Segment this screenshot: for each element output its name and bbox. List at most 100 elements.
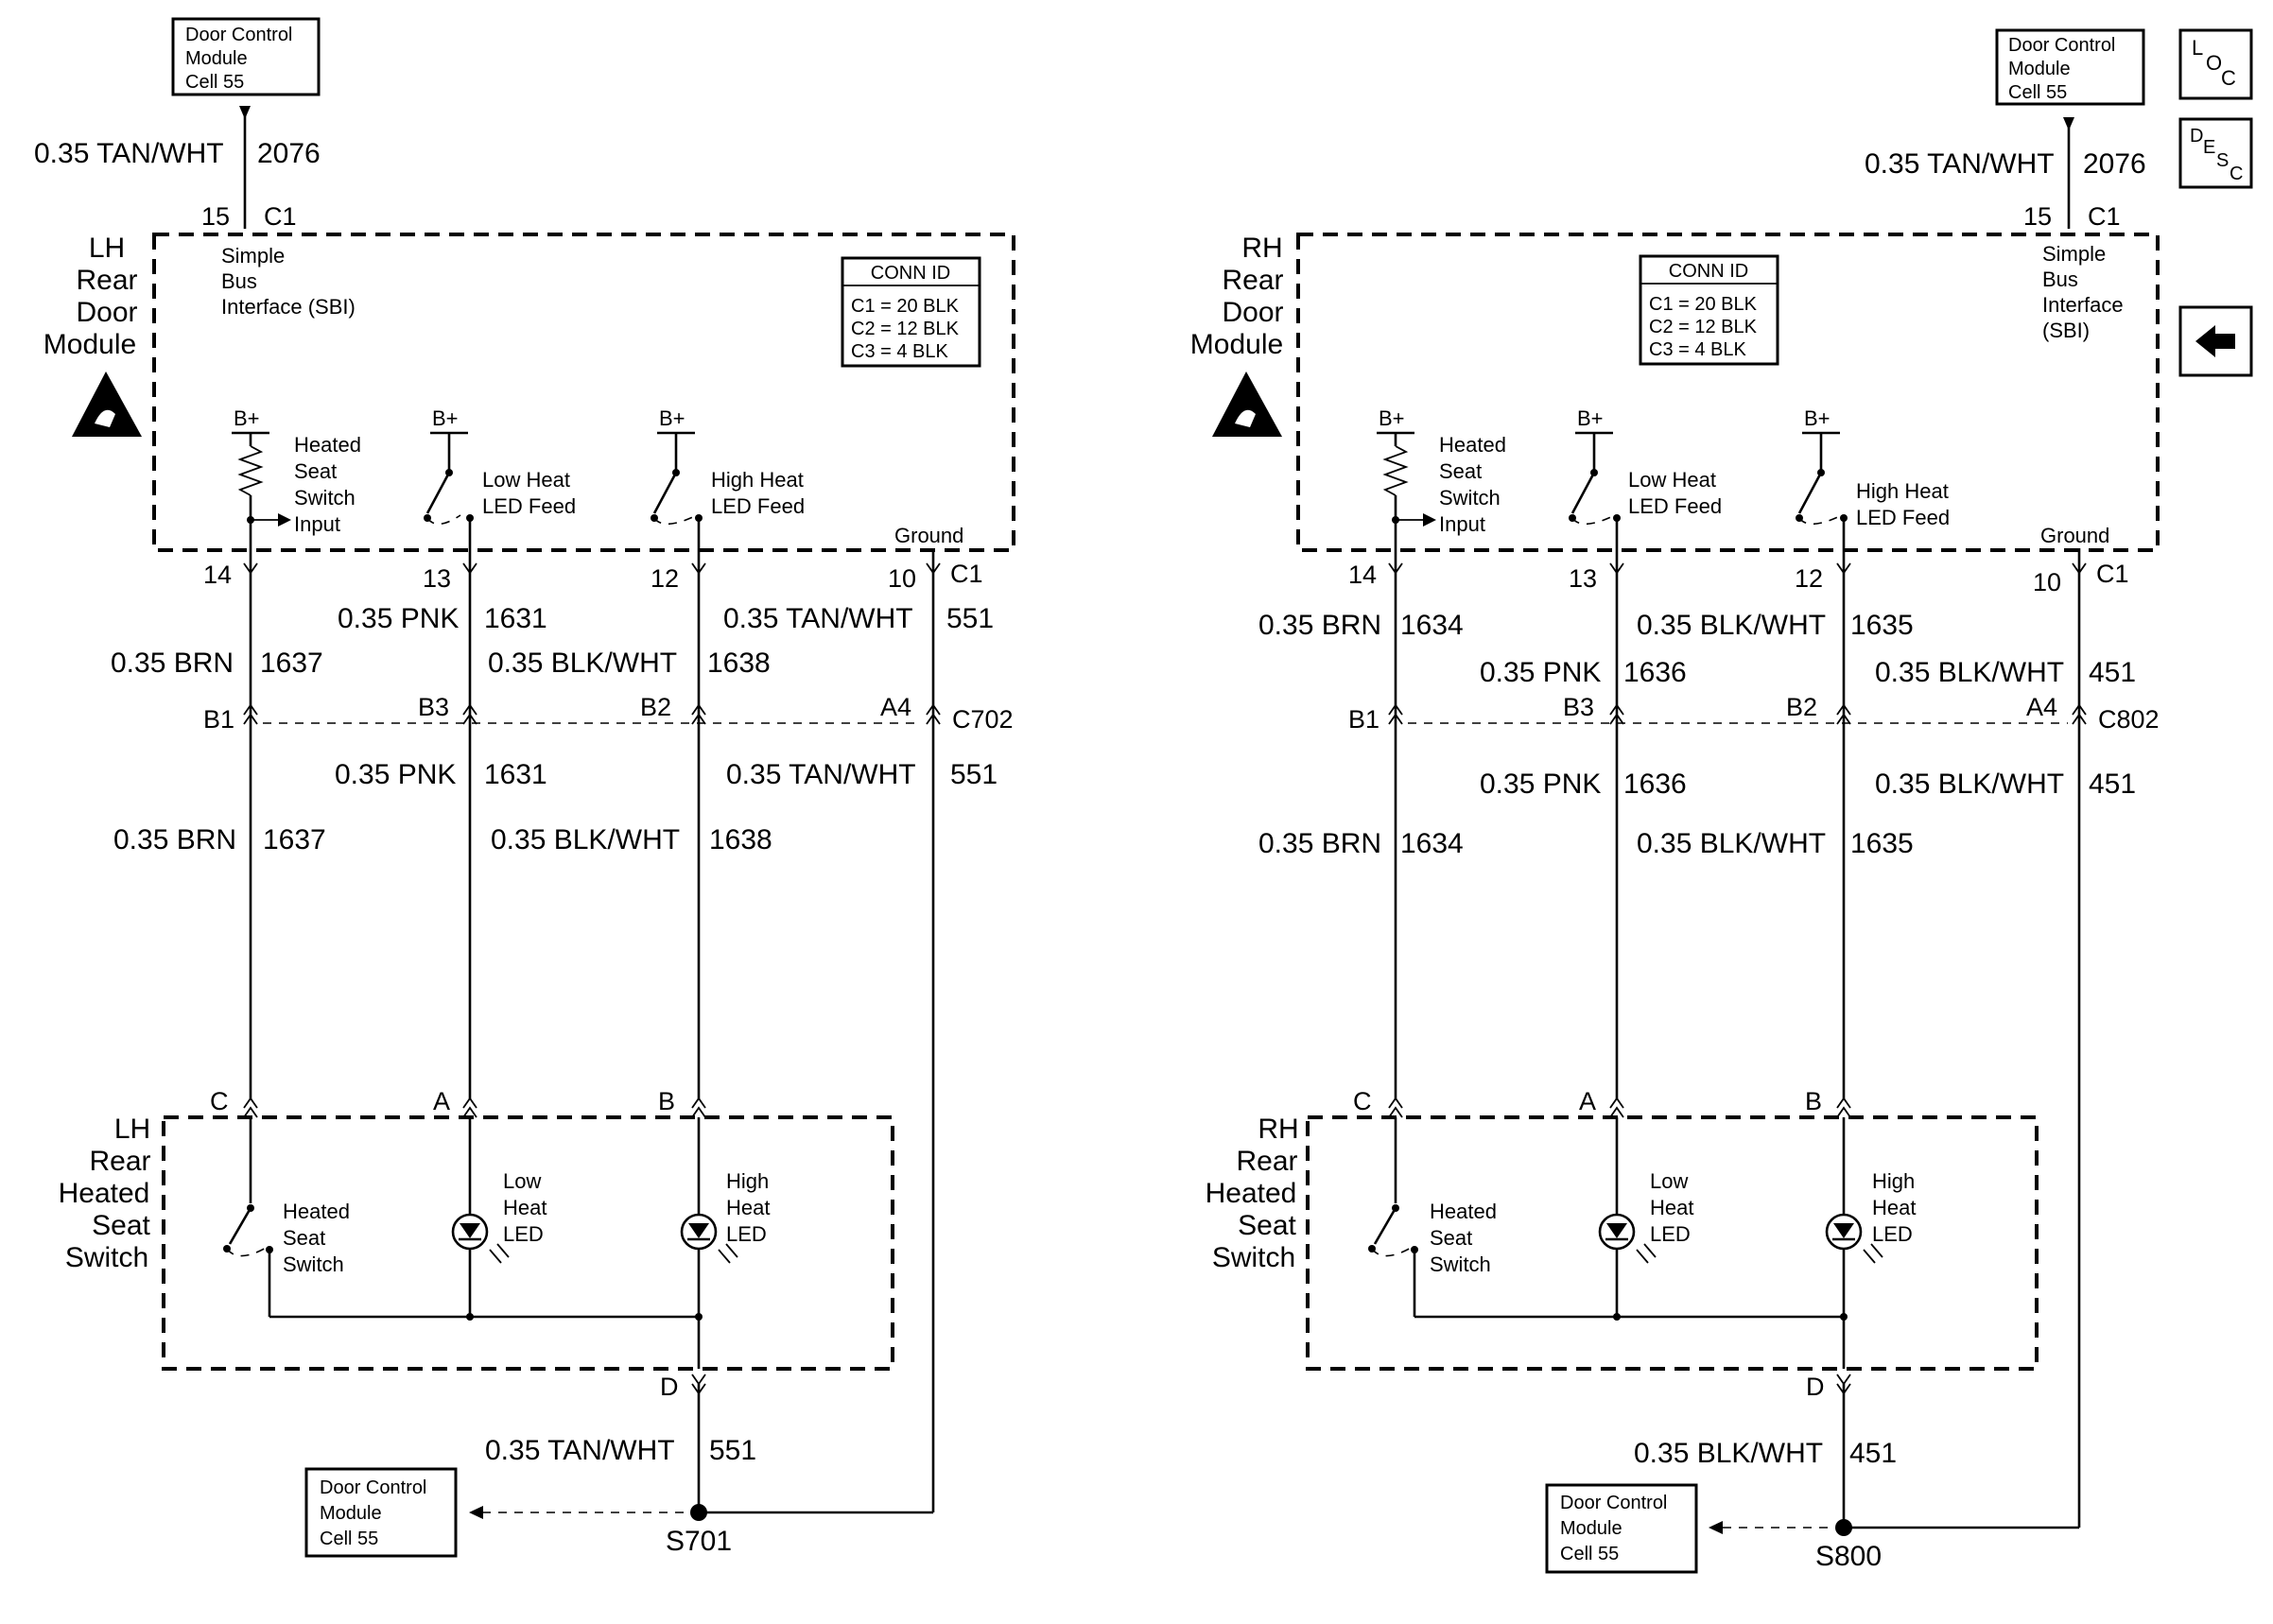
lh-wire-circuit: 1638 — [709, 824, 772, 855]
rh-wire-gauge: 0.35 PNK — [1480, 769, 1601, 800]
lh-heated-input-label: Seat — [294, 459, 337, 483]
rh-wire-circuit: 451 — [2089, 769, 2136, 800]
lh-wire-gauge: 0.35 BLK/WHT — [488, 648, 677, 679]
lh-sw-pin: B — [658, 1087, 675, 1115]
lh-module-name: Door — [76, 297, 137, 328]
lh-sw-pin: C — [210, 1087, 229, 1115]
rh-wire-circuit: 1634 — [1400, 828, 1464, 859]
rh-heated-seat-switch — [1368, 1117, 1418, 1317]
rh-inline-pin: A4 — [2026, 693, 2057, 721]
desc-letter: S — [2216, 150, 2229, 171]
lh-heated-seat-switch — [223, 1117, 273, 1317]
lh-heated-switch-label: Switch — [283, 1253, 344, 1276]
rh-esd-warning-icon — [1212, 371, 1282, 437]
rh-sw-pin: C — [1353, 1087, 1372, 1115]
lh-top-dcm-box: Door Control Module Cell 55 — [171, 17, 321, 96]
bplus-label: B+ — [234, 406, 260, 430]
rh-wire-circuit: 1636 — [1623, 657, 1687, 688]
desc-letter: E — [2203, 137, 2215, 158]
lh-door-module-box — [152, 233, 1015, 552]
rh-top-conn: C1 — [2088, 202, 2121, 231]
lh-high-feed-label: High Heat — [711, 468, 804, 492]
dcm-label-line: Cell 55 — [2008, 82, 2067, 103]
loc-letter: L — [2192, 36, 2203, 60]
lh-inline-pin: B3 — [418, 693, 449, 721]
lh-wire-gauge: 0.35 BRN — [111, 648, 234, 679]
conn-id-row: C3 = 4 BLK — [851, 341, 949, 362]
rh-wire-circuit: 1635 — [1850, 828, 1914, 859]
dcm-label-line: Module — [1560, 1518, 1622, 1539]
rh-heated-switch-label: Switch — [1430, 1253, 1491, 1276]
rh-sbi-label: Simple — [2042, 242, 2106, 266]
bplus-label: B+ — [1379, 406, 1405, 430]
lh-splice-dot — [690, 1504, 707, 1521]
dcm-label-line: Door Control — [1560, 1493, 1667, 1513]
dcm-label-line: Door Control — [320, 1477, 426, 1498]
rh-wire-gauge: 0.35 BLK/WHT — [1875, 769, 2064, 800]
desc-button[interactable]: D E S C — [2178, 117, 2253, 189]
lh-inline-pin: B1 — [203, 705, 234, 734]
lh-wire-circuit: 1637 — [260, 648, 323, 679]
rh-module-name: Module — [1190, 329, 1283, 360]
rh-wire-gauge: 0.35 PNK — [1480, 657, 1601, 688]
desc-letter: C — [2230, 164, 2243, 184]
rh-c1-label: C1 — [2096, 560, 2129, 588]
rh-sbi-label: Interface — [2042, 293, 2124, 317]
dcm-label-line: Door Control — [185, 25, 292, 45]
rh-door-module-box — [1296, 233, 2160, 552]
rh-pin-13: 13 — [1569, 564, 1597, 593]
rh-heated-input-label: Input — [1439, 512, 1485, 536]
lh-wire-gauge: 0.35 PNK — [338, 603, 459, 634]
rh-section: Door Control Module Cell 55 0.35 TAN/WHT… — [1190, 28, 2160, 1574]
rh-splice-dot — [1835, 1519, 1852, 1536]
rh-wire-gauge: 0.35 BLK/WHT — [1637, 610, 1826, 641]
lh-wire-gauge: 0.35 BRN — [113, 824, 236, 855]
rh-wire-gauge: 0.35 BLK/WHT — [1875, 657, 2064, 688]
lh-top-conn: C1 — [264, 202, 297, 231]
rh-wire-gauge: 0.35 BRN — [1258, 610, 1381, 641]
dcm-label-line: Cell 55 — [320, 1529, 378, 1549]
rh-switch-name: Rear — [1236, 1146, 1297, 1177]
lh-esd-warning-icon — [72, 371, 142, 437]
rh-low-led-label: Low — [1650, 1169, 1688, 1193]
lh-switch-name: Switch — [65, 1242, 148, 1273]
rh-pin-10: 10 — [2033, 568, 2061, 596]
lh-low-led-label: Heat — [503, 1196, 547, 1219]
lh-module-name: LH — [89, 233, 125, 264]
lh-switch-name: Heated — [59, 1178, 150, 1209]
lh-low-feed-label: Low Heat — [482, 468, 570, 492]
rh-wire-gauge: 0.35 BRN — [1258, 828, 1381, 859]
rh-wire-gauge: 0.35 BLK/WHT — [1637, 828, 1826, 859]
lh-switch-name: Rear — [89, 1146, 150, 1177]
lh-heated-input-resistor: B+ — [232, 406, 291, 554]
lh-high-feed-label: LED Feed — [711, 494, 805, 518]
back-arrow-button[interactable] — [2178, 305, 2253, 377]
rh-inline-pin: B2 — [1786, 693, 1817, 721]
lh-heated-input-label: Switch — [294, 486, 356, 510]
lh-inline-conn: C702 — [952, 705, 1014, 734]
lh-sbi-label: Interface (SBI) — [221, 295, 356, 319]
lh-heated-switch-label: Seat — [283, 1226, 325, 1250]
rh-inline-pin: B1 — [1348, 705, 1379, 734]
lh-pin-13: 13 — [423, 564, 451, 593]
loc-letter: O — [2206, 51, 2222, 75]
conn-id-row: C1 = 20 BLK — [851, 296, 960, 317]
lh-wire-circuit: 551 — [950, 759, 998, 790]
conn-id-title: CONN ID — [871, 263, 950, 284]
rh-high-feed-label: LED Feed — [1856, 506, 1950, 529]
lh-splice-label: S701 — [666, 1526, 732, 1557]
dcm-label-line: Module — [320, 1503, 382, 1524]
rh-module-name: RH — [1241, 233, 1282, 264]
lh-c1-label: C1 — [950, 560, 983, 588]
rh-low-heat-led-icon — [1598, 1117, 1657, 1317]
lh-pin-12: 12 — [651, 564, 679, 593]
lh-high-heat-feed-switch: B+ — [651, 406, 703, 554]
rh-bottom-dcm-box: Door Control Module Cell 55 — [1545, 1483, 1698, 1574]
lh-top-wire-gauge: 0.35 TAN/WHT — [34, 138, 224, 169]
lh-wire-gauge: 0.35 TAN/WHT — [723, 603, 913, 634]
rh-wire-circuit: 451 — [2089, 657, 2136, 688]
loc-button[interactable]: L O C — [2178, 28, 2253, 100]
lh-wire-circuit: 551 — [946, 603, 994, 634]
rh-heated-switch-label: Heated — [1430, 1200, 1497, 1223]
rh-top-wire-gauge: 0.35 TAN/WHT — [1865, 148, 2055, 180]
